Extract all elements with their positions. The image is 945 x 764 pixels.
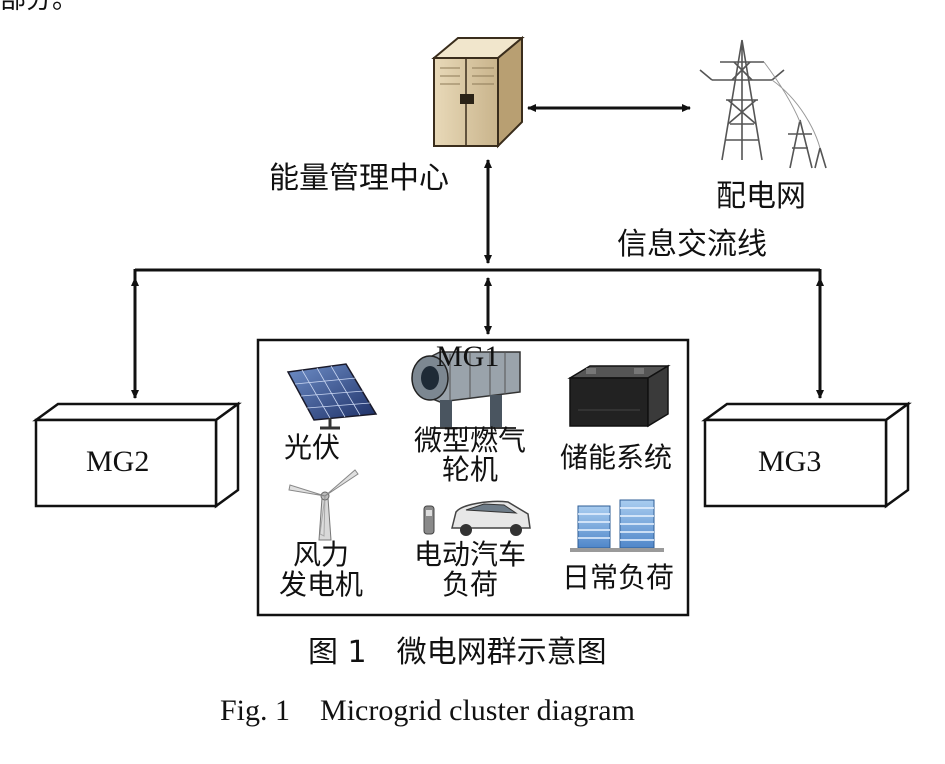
mg1-title: MG1 [436, 340, 500, 373]
ev-label: 电动汽车负荷 [413, 538, 527, 602]
wind-turbine-icon [288, 469, 359, 541]
wind-label: 风力发电机 [278, 538, 364, 602]
ems-label: 能量管理中心 [269, 161, 449, 196]
mg3-box [701, 401, 912, 509]
electric-car-icon [423, 500, 531, 536]
storage-label: 储能系统 [559, 441, 673, 474]
transmission-tower-icon [699, 39, 827, 169]
turbine-label: 微型燃气轮机 [413, 424, 527, 487]
server-cabinet-icon [431, 35, 525, 149]
mg2-label: MG2 [86, 445, 150, 478]
top-fragment-text: 部分。 [0, 0, 79, 15]
figure-caption-cn: 图 1 微电网群示意图 [308, 635, 607, 670]
battery-icon [567, 364, 671, 428]
solar-panel-icon [286, 363, 378, 430]
figure-caption-en: Fig. 1 Microgrid cluster diagram [220, 694, 635, 727]
pv-label: 光伏 [283, 431, 341, 464]
gas-turbine-icon [411, 351, 521, 429]
mg2-box [32, 401, 242, 509]
daily-load-label: 日常负荷 [561, 561, 675, 594]
grid-label: 配电网 [716, 179, 806, 214]
office-building-icon [570, 499, 664, 552]
mg3-label: MG3 [758, 445, 822, 478]
mg1-box [256, 338, 690, 617]
bus-label: 信息交流线 [617, 227, 767, 262]
